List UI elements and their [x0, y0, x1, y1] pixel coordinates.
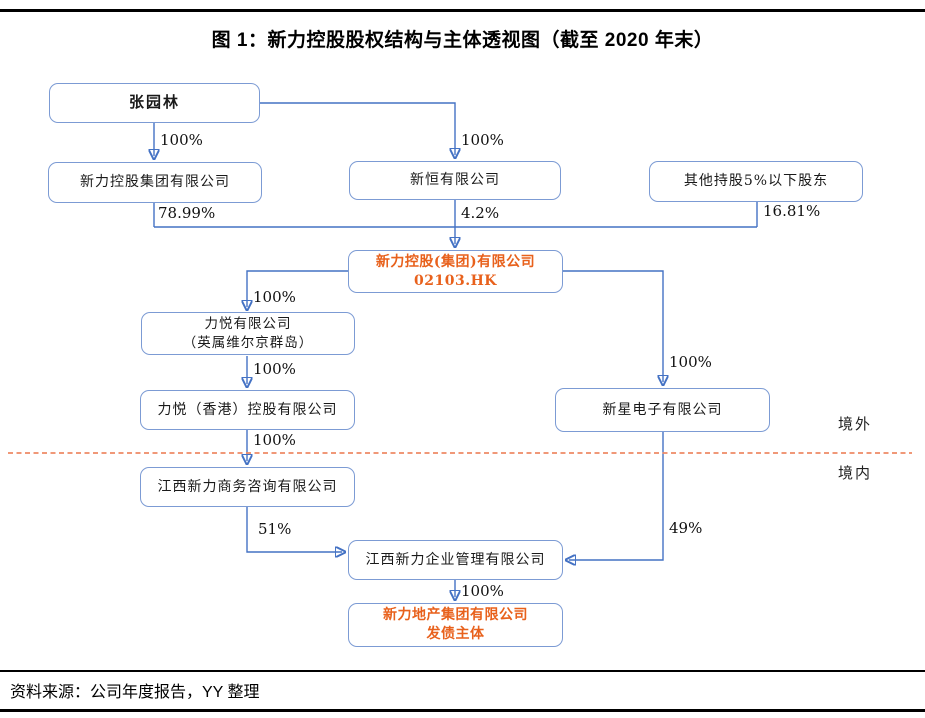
- node-label: 江西新力企业管理有限公司: [365, 551, 546, 568]
- pct-xinli-group-to-listed: 78.99%: [158, 204, 216, 222]
- node-label: 张园林: [128, 93, 180, 112]
- node-liyue-hk-holdings: 力悦（香港）控股有限公司: [140, 390, 355, 430]
- pct-listed-to-xinxing: 100%: [669, 353, 712, 371]
- node-liyue-bvi: 力悦有限公司 （英属维尔京群岛）: [141, 312, 355, 355]
- edge-xinxing-to-jx-mgmt: [569, 432, 664, 560]
- node-label: 江西新力商务咨询有限公司: [157, 478, 338, 495]
- edge-merge-into-listed: [153, 202, 758, 228]
- edge-zhang-to-xinheng: [260, 102, 455, 155]
- node-label: 其他持股5%以下股东: [683, 173, 829, 190]
- pct-jx-consult-to-jx-mgmt: 51%: [258, 520, 292, 538]
- node-sublabel: （英属维尔京群岛）: [182, 334, 314, 351]
- pct-liyue-bvi-to-liyue-hk: 100%: [253, 360, 296, 378]
- footer-top-rule: [0, 670, 925, 672]
- node-label: 力悦（香港）控股有限公司: [157, 401, 338, 418]
- offshore-label: 境外: [838, 415, 873, 433]
- node-label: 新星电子有限公司: [602, 401, 723, 418]
- node-sinic-holdings-listed: 新力控股(集团)有限公司 02103.HK: [348, 250, 563, 293]
- node-label: 力悦有限公司: [204, 316, 292, 333]
- pct-zhang-to-xinheng: 100%: [461, 131, 504, 149]
- pct-liyue-hk-to-jx-consult: 100%: [253, 431, 296, 449]
- pct-xinheng-to-listed: 4.2%: [461, 204, 500, 222]
- node-zhang-yuanlin: 张园林: [49, 83, 260, 123]
- edge-listed-to-xinxing: [563, 270, 663, 382]
- pct-xinxing-to-jx-mgmt: 49%: [669, 519, 703, 537]
- node-label: 新力控股(集团)有限公司: [375, 254, 536, 271]
- pct-other-to-listed: 16.81%: [763, 202, 821, 220]
- node-xinxing-electronics: 新星电子有限公司: [555, 388, 770, 432]
- node-label: 新力地产集团有限公司: [383, 607, 528, 624]
- node-label: 新力控股集团有限公司: [80, 174, 230, 191]
- onshore-label: 境内: [838, 464, 873, 482]
- node-sinic-holdings-group: 新力控股集团有限公司: [48, 162, 262, 203]
- figure-title: 图 1：新力控股股权结构与主体透视图（截至 2020 年末）: [211, 30, 714, 51]
- pct-jx-mgmt-to-bond-issuer: 100%: [461, 582, 504, 600]
- footer-bottom-rule: [0, 709, 925, 712]
- pct-listed-to-liyue-bvi: 100%: [253, 288, 296, 306]
- node-other-minor-shareholders: 其他持股5%以下股东: [649, 161, 863, 202]
- node-jiangxi-xinli-enterprise-mgmt: 江西新力企业管理有限公司: [348, 540, 563, 580]
- node-xinheng-limited: 新恒有限公司: [349, 161, 561, 200]
- top-rule: [0, 9, 925, 12]
- stock-ticker: 02103.HK: [414, 272, 497, 289]
- source-note: 资料来源：公司年度报告，YY 整理: [10, 684, 260, 701]
- node-xinli-real-estate-bond-issuer: 新力地产集团有限公司 发债主体: [348, 603, 563, 647]
- node-jiangxi-xinli-business-consulting: 江西新力商务咨询有限公司: [140, 467, 355, 507]
- bond-issuer-tag: 发债主体: [426, 626, 485, 642]
- pct-zhang-to-xinli-group: 100%: [160, 131, 203, 149]
- node-label: 新恒有限公司: [410, 172, 500, 189]
